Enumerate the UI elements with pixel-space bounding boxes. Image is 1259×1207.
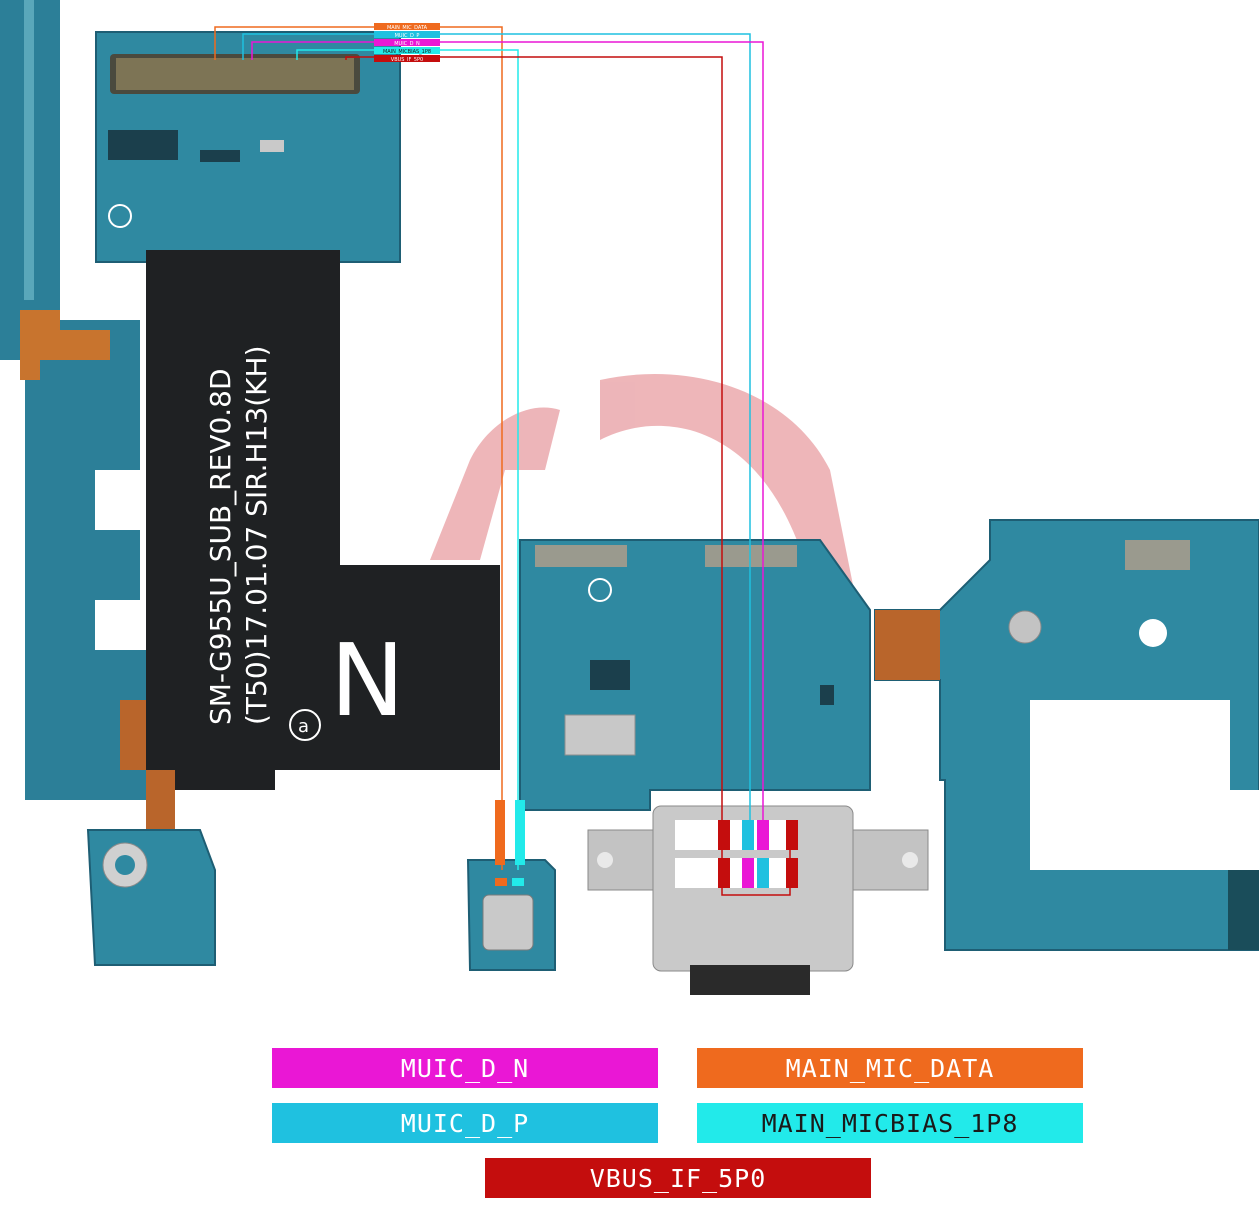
right-board (874, 519, 1259, 951)
legend-main-mic-data: MAIN_MIC_DATA (697, 1048, 1083, 1088)
logo-watermark (430, 374, 860, 620)
legend-main-micbias-1p8: MAIN_MICBIAS_1P8 (697, 1103, 1083, 1143)
main-board (519, 539, 929, 995)
tag-muic-dn: MUIC_D_N (394, 41, 420, 47)
tag-micbias: MAIN_MICBIAS_1P8 (383, 49, 431, 55)
left-flex-strip (0, 0, 160, 800)
trace-muic-dn (251, 41, 764, 830)
date-text: (T50)17.01.07 SIR.H13(KH) (240, 345, 273, 725)
model-text: SM-G955U_SUB_REV0.8D (204, 368, 237, 725)
connector-tags: MAIN_MIC_DATA MUIC_D_P MUIC_D_N MAIN_MIC… (374, 23, 440, 63)
tag-muic-dp: MUIC_D_P (395, 33, 420, 39)
tag-vbus: VBUS_IF_5P0 (391, 57, 423, 63)
circle-a-mark: a (298, 716, 309, 737)
n-mark: N (330, 622, 405, 739)
tag-main-mic-data: MAIN_MIC_DATA (387, 25, 428, 31)
black-flex: SM-G955U_SUB_REV0.8D (T50)17.01.07 SIR.H… (120, 250, 500, 830)
left-pads (86, 829, 556, 971)
legend-muic-d-n: MUIC_D_N (272, 1048, 658, 1088)
legend-muic-d-p: MUIC_D_P (272, 1103, 658, 1143)
usb-pin-highlights (495, 800, 798, 888)
trace-muic-dp (242, 33, 751, 830)
trace-main-mic-data (214, 26, 503, 870)
legend-vbus-if-5p0: VBUS_IF_5P0 (485, 1158, 871, 1198)
pcb-diagram: SM-G955U_SUB_REV0.8D (T50)17.01.07 SIR.H… (0, 0, 1259, 995)
top-subboard (95, 31, 401, 263)
